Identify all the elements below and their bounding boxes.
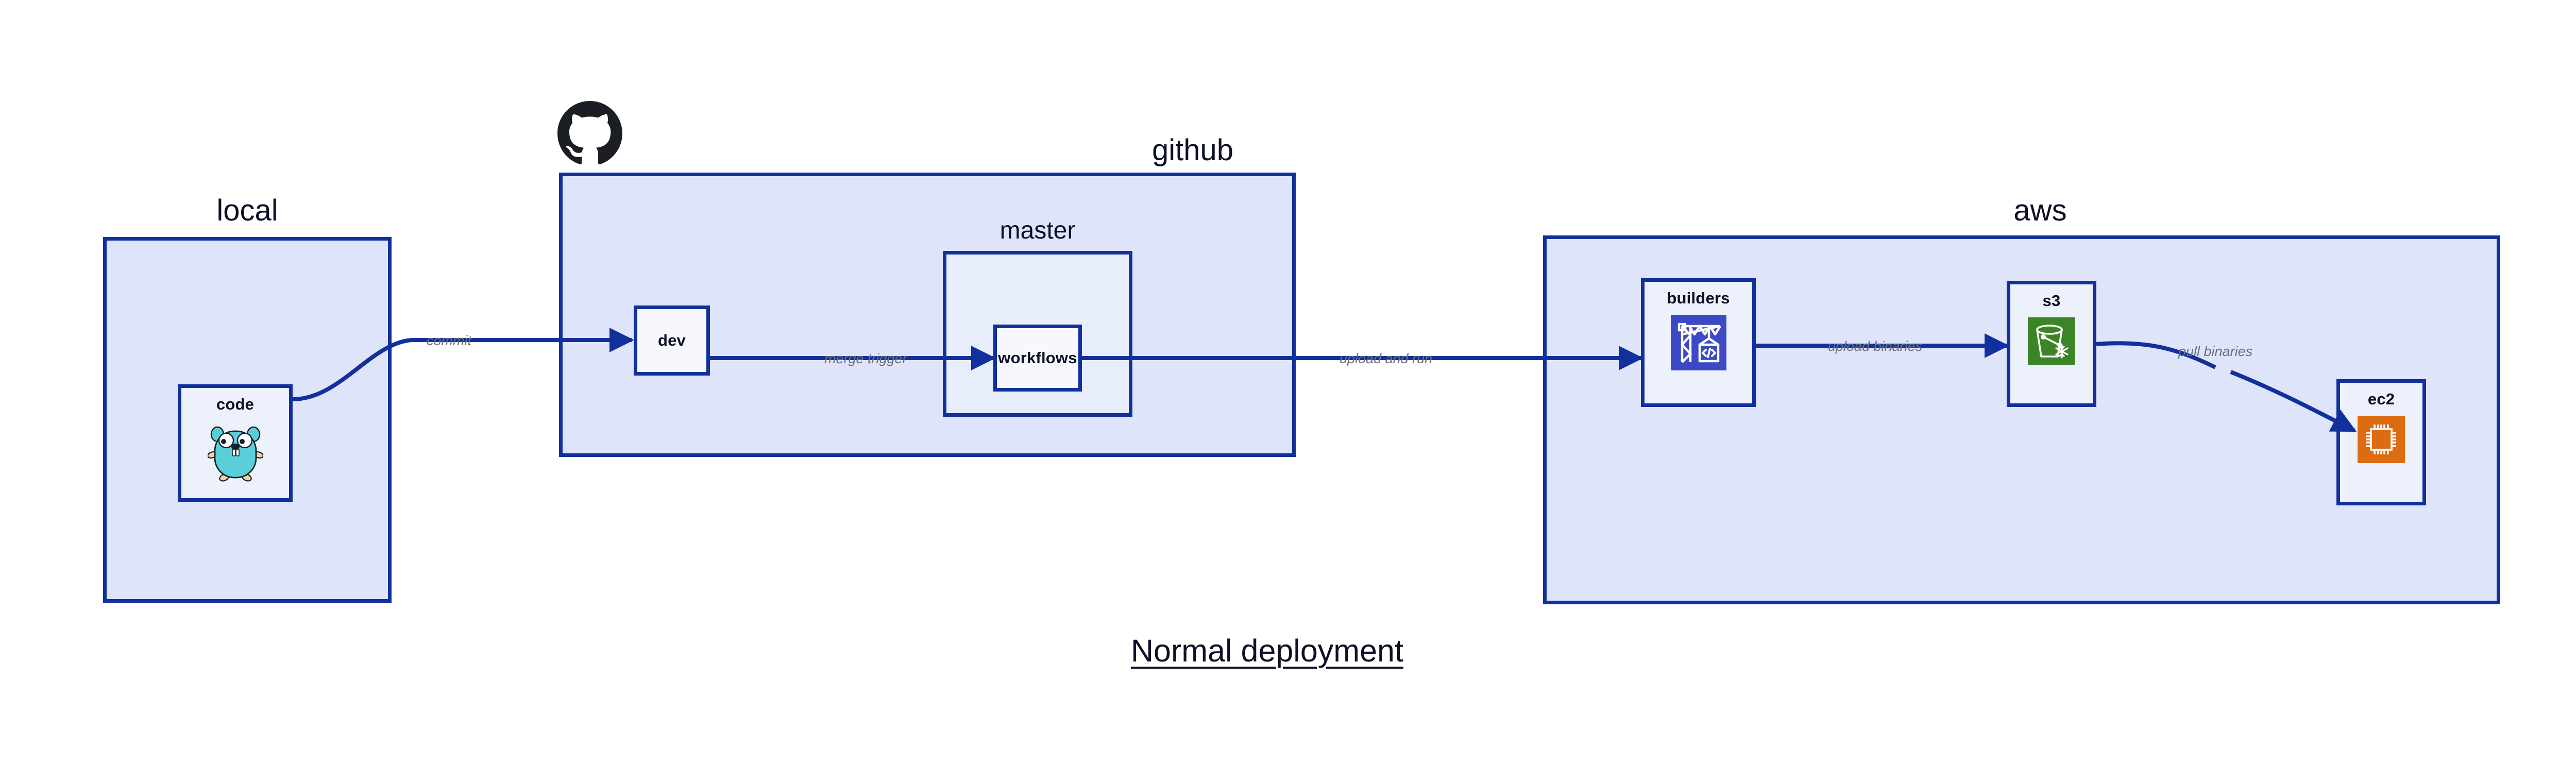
diagram-caption: Normal deployment <box>1131 633 1403 668</box>
edge-label-commit: commit <box>427 333 471 348</box>
node-title-workflows: workflows <box>998 349 1077 367</box>
edge-label-pull-binaries: pull binaries <box>2178 344 2253 359</box>
node-ec2[interactable]: ec2 <box>2336 379 2426 505</box>
crane-code-icon <box>1670 315 1726 370</box>
github-octocat-logo <box>557 101 622 166</box>
node-title-code: code <box>216 395 255 413</box>
node-workflows[interactable]: workflows <box>993 325 1082 392</box>
subgroup-label-master: master <box>999 217 1076 244</box>
group-box-local[interactable] <box>103 237 392 603</box>
edge-label-upload-and-run: upload and run <box>1340 351 1433 366</box>
group-label-aws: aws <box>2013 194 2067 227</box>
node-builders[interactable]: builders <box>1641 278 1756 407</box>
group-label-github: github <box>1151 133 1234 167</box>
group-label-local: local <box>216 194 278 227</box>
edge-label-upload-binaries: upload binaries <box>1828 338 1923 354</box>
node-title-ec2: ec2 <box>2367 390 2395 408</box>
go-gopher-icon <box>207 421 264 482</box>
node-title-builders: builders <box>1667 289 1730 307</box>
edge-label-merge-trigger: merge trigger <box>824 351 907 366</box>
node-s3[interactable]: s3 <box>2007 281 2096 407</box>
node-dev[interactable]: dev <box>634 305 710 376</box>
node-title-s3: s3 <box>2042 292 2061 310</box>
node-code[interactable]: code <box>178 384 293 502</box>
cpu-chip-icon <box>2358 416 2405 463</box>
node-title-dev: dev <box>657 331 686 349</box>
s3-bucket-icon <box>2028 317 2075 365</box>
